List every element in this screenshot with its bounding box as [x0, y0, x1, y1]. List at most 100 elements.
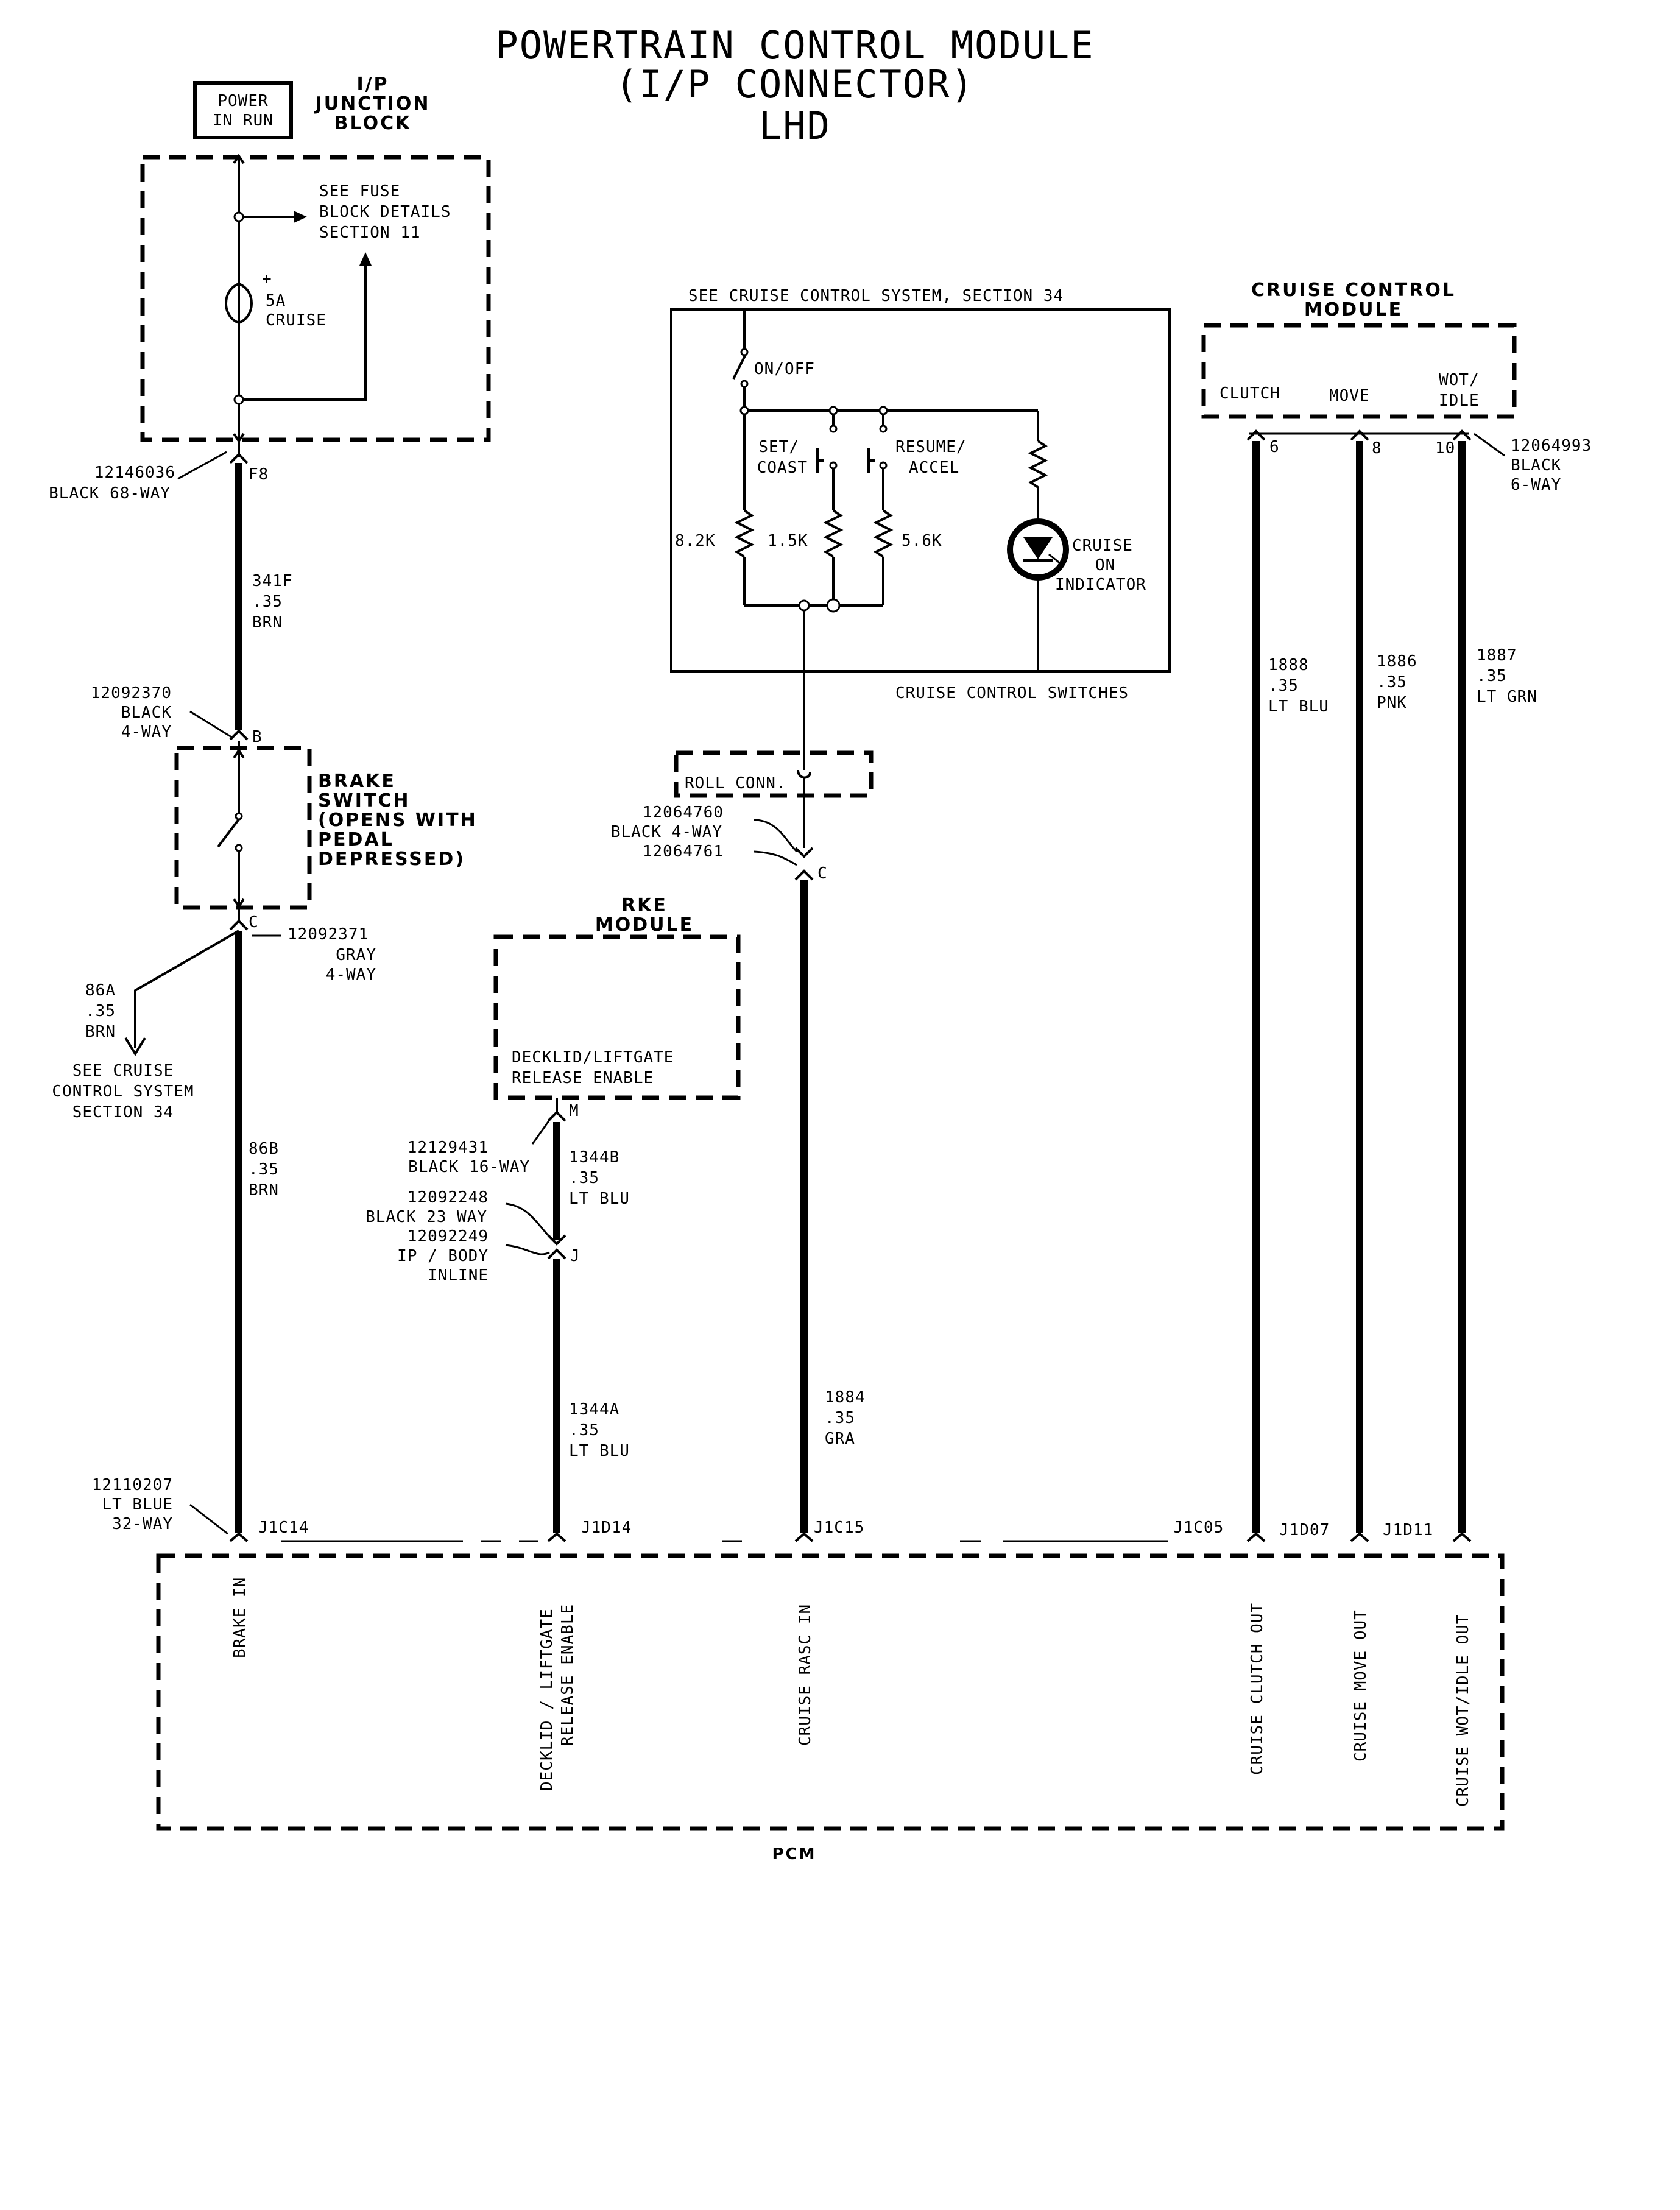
rke-signal-line2: RELEASE ENABLE — [512, 1069, 654, 1087]
indicator-label2: ON — [1095, 556, 1115, 574]
ccm-outline — [1201, 323, 1517, 419]
m-pin: M — [569, 1102, 579, 1120]
w1344b-gauge: .35 — [569, 1169, 599, 1187]
power-label-line1: POWER — [217, 92, 268, 110]
f8-pin: F8 — [249, 465, 269, 484]
splice-dot — [233, 211, 244, 222]
w1344a-color: LT BLU — [569, 1442, 630, 1460]
diagram-title-line2: (I/P CONNECTOR) — [615, 62, 975, 107]
brake-switch-label5: DEPRESSED) — [318, 849, 465, 870]
rke-label1: RKE — [621, 895, 668, 916]
resistor-1.5k — [823, 509, 844, 558]
pcm-signal-rasc-in: CRUISE RASC IN — [796, 1604, 814, 1746]
resistor-5.6k — [873, 509, 894, 558]
w86b-circuit: 86B — [249, 1140, 279, 1158]
w1887-circuit: 1887 — [1477, 646, 1517, 665]
w1887-gauge: .35 — [1477, 667, 1507, 685]
pcm-pin-j1c15: J1C15 — [814, 1519, 864, 1537]
brake-switch-label3: (OPENS WITH — [318, 810, 478, 831]
indicator-resistor — [1028, 440, 1048, 489]
indicator-label1: CRUISE — [1072, 537, 1133, 555]
see-fuse-line3: SECTION 11 — [319, 224, 421, 242]
roll-conn-label: ROLL CONN. — [685, 774, 786, 793]
pcm-outline — [156, 1553, 1505, 1831]
r2-label: 1.5K — [768, 532, 808, 550]
pcm-pin-j1c14: J1C14 — [258, 1519, 309, 1537]
b-connector-mark — [229, 729, 249, 741]
on-off-label: ON/OFF — [754, 360, 815, 378]
resume-label2: ACCEL — [909, 459, 959, 477]
w1344a-circuit: 1344A — [569, 1400, 619, 1419]
ccm-label2: MODULE — [1304, 299, 1403, 320]
w1888-gauge: .35 — [1268, 677, 1299, 695]
w341f-circuit: 341F — [252, 572, 293, 590]
w1884-circuit: 1884 — [825, 1388, 866, 1407]
r3-label: 5.6K — [902, 532, 942, 550]
pcm-pin-j1d11: J1D11 — [1383, 1521, 1433, 1539]
ccm-pin10: 10 — [1435, 439, 1455, 457]
c3-desc1: GRAY — [336, 946, 376, 964]
w1884-color: GRA — [825, 1430, 855, 1448]
pcm-part-number: 12110207 — [92, 1476, 173, 1494]
diagram-title-line3: LHD — [759, 104, 831, 148]
fuse-out-dot — [233, 394, 244, 405]
ccm-clutch: CLUTCH — [1219, 384, 1280, 403]
brake-switch-label1: BRAKE — [318, 771, 396, 792]
c-pin: C — [249, 913, 259, 931]
diagram-title-line1: POWERTRAIN CONTROL MODULE — [495, 23, 1094, 68]
roll-part1: 12064760 — [643, 803, 724, 822]
ccm-wot1: WOT/ — [1439, 371, 1480, 389]
c1-part-number: 12146036 — [94, 464, 175, 482]
set-label1: SET/ — [758, 438, 799, 456]
ccm-part: 12064993 — [1511, 437, 1592, 455]
brake-switch-label4: PEDAL — [318, 829, 394, 850]
w341f-gauge: .35 — [252, 593, 283, 611]
w1344a-gauge: .35 — [569, 1421, 599, 1439]
see-cruise-line3: SECTION 34 — [72, 1103, 174, 1121]
w86a-gauge: .35 — [85, 1002, 116, 1020]
w1344b-color: LT BLU — [569, 1190, 630, 1208]
c2-desc1: BLACK — [121, 704, 172, 722]
roll-pin: C — [817, 864, 828, 883]
rke-module-outline — [493, 934, 741, 1100]
see-fuse-arrowhead — [294, 211, 307, 223]
86a-arrow — [124, 1037, 146, 1056]
power-label-line2: IN RUN — [213, 111, 274, 130]
inline-desc2: IP / BODY — [397, 1247, 489, 1265]
w1884-gauge: .35 — [825, 1409, 855, 1427]
ccm-wot2: IDLE — [1439, 392, 1480, 410]
pcm-signal-move-out: CRUISE MOVE OUT — [1352, 1609, 1370, 1762]
wire-86a-branch — [134, 930, 239, 1048]
indicator-label3: INDICATOR — [1055, 576, 1146, 594]
see-cruise-line1: SEE CRUISE — [72, 1062, 174, 1080]
power-in-run-box — [193, 81, 293, 139]
see-fuse-line2: BLOCK DETAILS — [319, 203, 451, 221]
pcm-pin-j1d14: J1D14 — [581, 1519, 632, 1537]
inline-part1: 12092248 — [408, 1188, 489, 1207]
w86b-gauge: .35 — [249, 1160, 279, 1179]
switches-header: SEE CRUISE CONTROL SYSTEM, SECTION 34 — [688, 287, 1064, 305]
fuse-plus: + — [262, 270, 272, 288]
ccm-desc1: BLACK — [1511, 456, 1561, 475]
c3-desc2: 4-WAY — [326, 966, 376, 984]
r1-label: 8.2K — [675, 532, 716, 550]
resistor-8.2k — [734, 509, 755, 558]
c3-part-number: 12092371 — [288, 925, 369, 944]
ccm-label1: CRUISE CONTROL — [1251, 280, 1456, 301]
j-pin: J — [570, 1247, 581, 1265]
section11-loop — [243, 255, 367, 401]
ccm-move: MOVE — [1329, 387, 1370, 405]
ccm-pin8: 8 — [1372, 439, 1382, 457]
w86b-color: BRN — [249, 1181, 279, 1199]
c2-part-number: 12092370 — [91, 684, 172, 702]
pcm-pin-j1c05: J1C05 — [1173, 1519, 1224, 1537]
w1344b-circuit: 1344B — [569, 1148, 619, 1167]
pcm-signal-decklid1: DECKLID / LIFTGATE — [538, 1608, 556, 1791]
pcm-signal-clutch-out: CRUISE CLUTCH OUT — [1248, 1603, 1266, 1775]
j-connector-top — [547, 1234, 566, 1246]
w1888-color: LT BLU — [1268, 697, 1329, 716]
roll-part2: 12064761 — [643, 842, 724, 861]
pcm-signal-wot-out: CRUISE WOT/IDLE OUT — [1454, 1614, 1472, 1807]
output-node — [798, 599, 810, 612]
